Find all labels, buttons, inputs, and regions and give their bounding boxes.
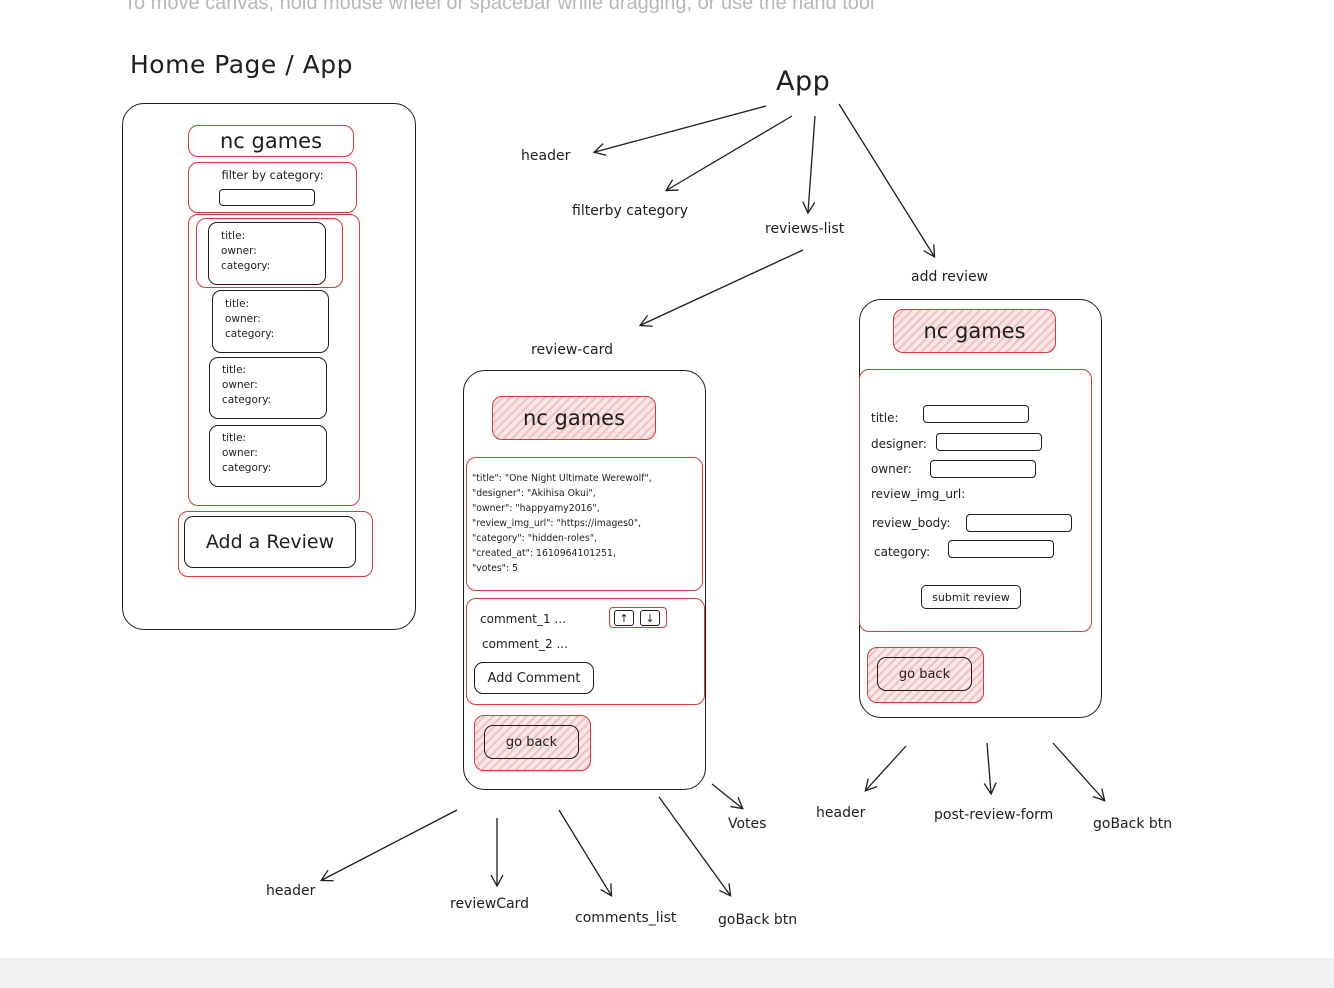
review-card-item[interactable]: title: owner: category: [209, 425, 327, 487]
review-json-line: "title": "One Night Ultimate Werewolf", [472, 473, 652, 484]
add-review-header: nc games [893, 309, 1056, 353]
vote-up-button[interactable]: ↑ [614, 610, 634, 626]
arrow-up-icon: ↑ [619, 611, 629, 625]
home-header-title: nc games [219, 129, 323, 153]
owner-input[interactable] [930, 460, 1036, 478]
category-input[interactable] [948, 540, 1054, 558]
votes-control: ↑ ↓ [609, 607, 667, 628]
card-category: category: [221, 260, 271, 272]
card-owner: owner: [225, 313, 261, 325]
review-json-line: "votes": 5 [472, 563, 518, 574]
field-label-review-body: review_body: [872, 516, 951, 530]
comment-item: comment_1 ... [480, 612, 566, 626]
home-header: nc games [188, 125, 354, 157]
add-review-header-title: nc games [923, 319, 1026, 343]
review-json-line: "category": "hidden-roles", [472, 533, 597, 544]
arrow-card-comments [558, 809, 613, 898]
add-comment-button-label: Add Comment [487, 670, 581, 686]
field-label-designer: designer: [871, 437, 927, 451]
field-label-category: category: [874, 545, 931, 559]
review-json-line: "review_img_url": "https://images0", [472, 518, 642, 529]
app-child-reviews-list: reviews-list [765, 221, 845, 237]
add-review-button[interactable]: Add a Review [184, 516, 356, 568]
card-title: title: [222, 364, 247, 376]
card-title: title: [221, 230, 246, 242]
submit-review-button-label: submit review [932, 590, 1010, 604]
card-child-goback: goBack btn [718, 912, 798, 928]
bottom-toolbar [0, 958, 1334, 988]
home-page-title: Home Page / App [130, 50, 353, 79]
app-child-header: header [521, 148, 571, 164]
go-back-section: go back [474, 715, 591, 771]
go-back-button[interactable]: go back [877, 657, 972, 691]
home-add-review-section [178, 511, 373, 577]
review-card-item[interactable]: title: owner: category: [209, 357, 327, 419]
review-json-line: "created_at": 1610964101251, [472, 548, 616, 559]
designer-input[interactable] [936, 433, 1042, 451]
card-category: category: [225, 328, 275, 340]
card-child-reviewcard: reviewCard [450, 896, 530, 912]
card-child-comments: comments_list [575, 910, 677, 926]
review-json-line: "designer": "Akihisa Okui", [472, 488, 596, 499]
arrow-app-reviews-list [802, 115, 816, 215]
comment-item: comment_2 ... [482, 637, 568, 651]
add-review-button-label: Add a Review [205, 531, 335, 553]
card-child-header: header [266, 883, 316, 899]
review-json: "title": "One Night Ultimate Werewolf", "… [472, 471, 652, 576]
arrow-app-add-review [838, 103, 936, 258]
filter-label: filter by category: [221, 168, 324, 182]
add-child-goback: goBack btn [1093, 816, 1173, 832]
comments-section: comment_1 ... comment_2 ... ↑ ↓ Add Comm… [466, 598, 705, 705]
vote-down-button[interactable]: ↓ [640, 610, 660, 626]
home-reviews-list [188, 214, 360, 506]
arrow-down-icon: ↓ [645, 611, 655, 625]
go-back-button[interactable]: go back [484, 725, 579, 759]
review-details: "title": "One Night Ultimate Werewolf", "… [466, 457, 703, 591]
arrow-add-form [983, 742, 997, 796]
review-card-header: nc games [492, 396, 656, 440]
card-category: category: [222, 394, 272, 406]
arrow-card-goback [658, 796, 732, 897]
add-child-form: post-review-form [934, 807, 1054, 823]
card-title: title: [222, 432, 247, 444]
review-card-label: review-card [531, 342, 614, 358]
post-review-form: title: designer: owner: review_img_url: … [859, 369, 1092, 632]
go-back-button-label: go back [898, 666, 951, 682]
app-root-label: App [776, 66, 831, 97]
arrow-card-header [319, 809, 458, 882]
arrow-reviews-list-card [638, 249, 804, 327]
card-owner: owner: [221, 245, 257, 257]
field-label-review-img-url: review_img_url: [871, 487, 966, 501]
app-child-add-review: add review [911, 269, 989, 285]
card-owner: owner: [222, 379, 258, 391]
add-child-header: header [816, 805, 866, 821]
go-back-button-label: go back [505, 734, 558, 750]
canvas-hint: To move canvas, hold mouse wheel or spac… [124, 0, 875, 14]
app-child-filter: filterby category [572, 203, 689, 219]
review-card-item[interactable]: title: owner: category: [208, 222, 326, 285]
review-card-header-title: nc games [522, 406, 626, 430]
review-card-item[interactable]: title: owner: category: [212, 290, 329, 353]
field-label-owner: owner: [871, 462, 912, 476]
arrow-card-votes [711, 783, 744, 810]
arrow-add-header [864, 745, 907, 792]
review-json-line: "owner": "happyamy2016", [472, 503, 600, 514]
field-label-title: title: [871, 411, 899, 425]
card-category: category: [222, 462, 272, 474]
title-input[interactable] [923, 405, 1029, 423]
arrow-app-header [592, 105, 767, 156]
submit-review-button[interactable]: submit review [921, 585, 1021, 609]
add-go-back-section: go back [867, 647, 984, 703]
add-comment-button[interactable]: Add Comment [474, 662, 594, 694]
home-filter-section: filter by category: [188, 162, 357, 213]
arrow-add-goback [1052, 742, 1106, 802]
card-title: title: [225, 298, 250, 310]
arrow-app-filter [664, 115, 793, 192]
card-owner: owner: [222, 447, 258, 459]
home-card-highlight [196, 218, 343, 288]
filter-input[interactable] [219, 189, 315, 206]
card-child-votes: Votes [728, 816, 767, 832]
review-body-input[interactable] [966, 514, 1072, 532]
